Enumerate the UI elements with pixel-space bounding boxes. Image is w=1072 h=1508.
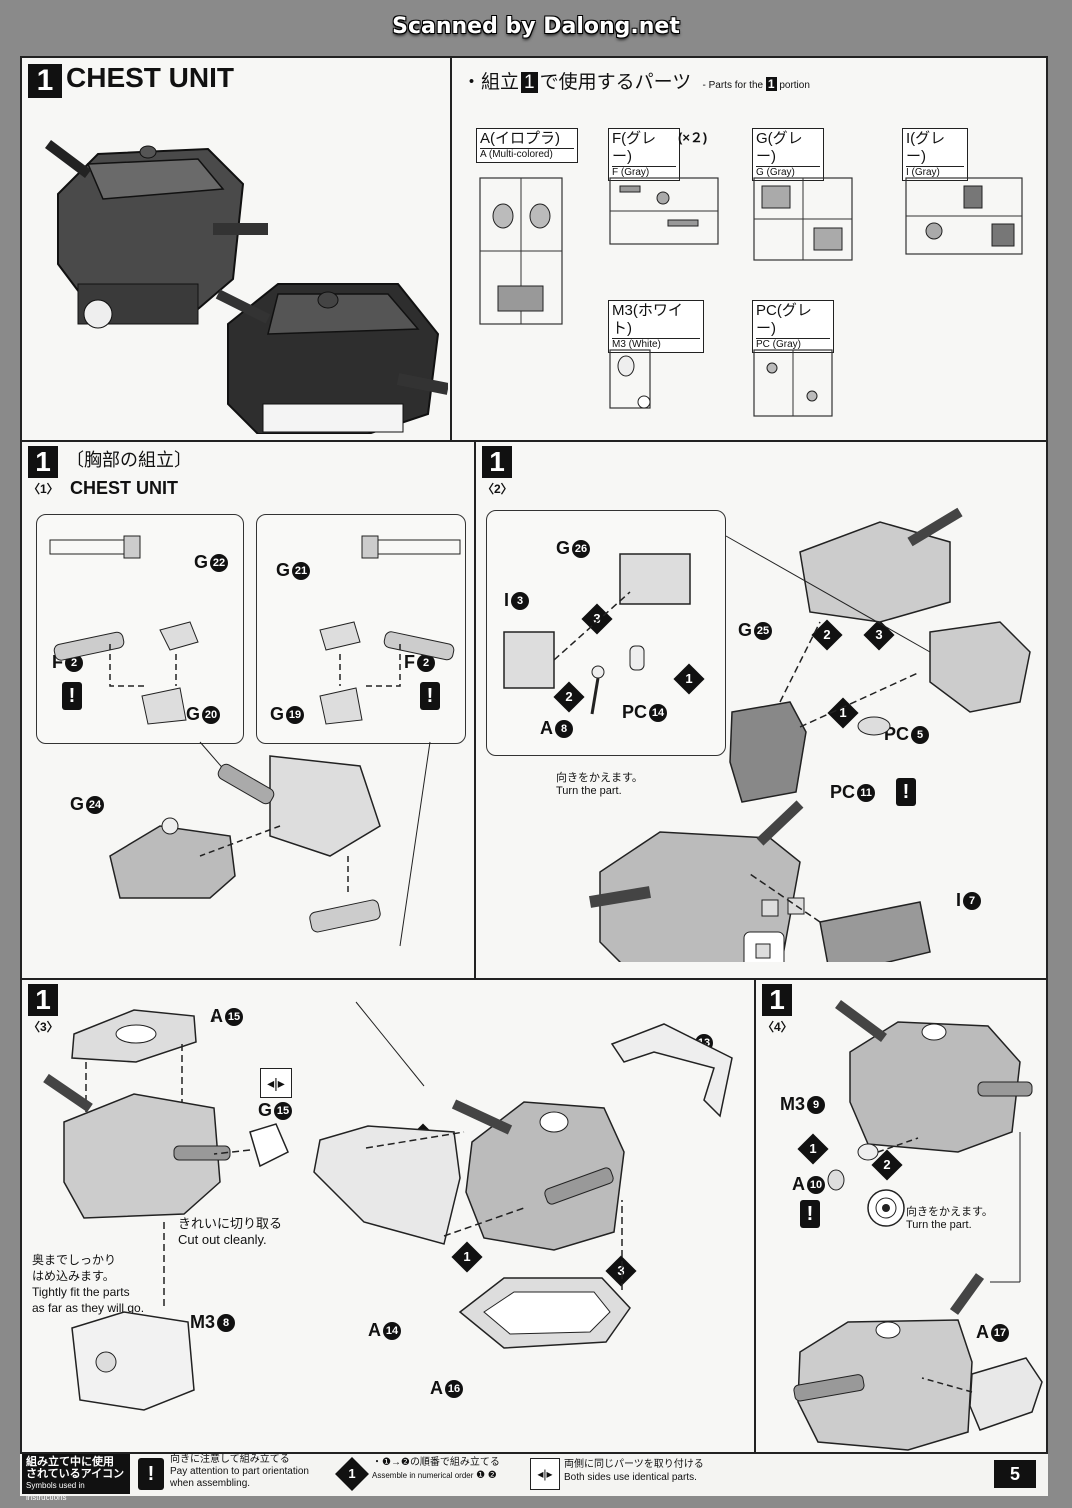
- substep1-number: 1: [28, 446, 58, 478]
- runner-i-label: I(グレー) I (Gray): [902, 128, 968, 181]
- turn-note: 向きをかえます。Turn the part.: [906, 1206, 993, 1231]
- runner-pc-diagram: [753, 349, 833, 417]
- page-number: 5: [994, 1460, 1036, 1488]
- substep3-illustration: [43, 1001, 733, 1411]
- substep4-number: 1: [762, 984, 792, 1016]
- substep4-label: 〈4〉: [762, 1020, 793, 1034]
- runner-a-label: A(イロプラ) A (Multi-colored): [476, 128, 578, 163]
- substep1-title-en: CHEST UNIT: [70, 478, 178, 498]
- substep3-panel: 1 〈3〉 A15 G15 A13 A14 A16 M38 ◂|▸ きれいに切り…: [20, 978, 756, 1454]
- substep2-label: 〈2〉: [482, 482, 513, 496]
- runner-g-diagram: [753, 177, 853, 261]
- turn-note: 向きをかえます。Turn the part.: [556, 772, 643, 797]
- runner-g-label: G(グレー) G (Gray): [752, 128, 824, 181]
- runner-f-qty: (×２): [678, 130, 708, 145]
- both-sides-icon: ◂|▸: [260, 1068, 292, 1098]
- substep1-label: 〈1〉: [28, 482, 59, 496]
- substep3-number: 1: [28, 984, 58, 1016]
- parts-heading-jp2: で使用するパーツ: [539, 72, 692, 93]
- step-title: CHEST UNIT: [66, 62, 234, 93]
- legend-order-text: ・❶→❷の順番で組み立てる Assemble in numerical orde…: [372, 1457, 500, 1481]
- orientation-warning-icon: !: [896, 778, 916, 806]
- parts-heading-en: - Parts for the 1 portion: [702, 77, 810, 91]
- step-order-1-icon: 1: [335, 1457, 369, 1491]
- chest-unit-illustration: [45, 140, 448, 434]
- substep3-label: 〈3〉: [28, 1020, 59, 1034]
- runner-m3-label: M3(ホワイト) M3 (White): [608, 300, 704, 353]
- orientation-warning-icon: !: [138, 1458, 164, 1490]
- substep1-title-jp: 〔胸部の組立〕: [66, 450, 192, 470]
- orientation-warning-icon: !: [420, 682, 440, 710]
- orientation-warning-icon: !: [62, 682, 82, 710]
- parts-heading-step: 1: [521, 72, 538, 93]
- runner-pc-label: PC(グレー) PC (Gray): [752, 300, 834, 353]
- scan-credit: Scanned by Dalong.net: [392, 14, 680, 39]
- substep2-number: 1: [482, 446, 512, 478]
- runner-f-label: F(グレー) F (Gray): [608, 128, 680, 181]
- orientation-warning-icon: !: [800, 1200, 820, 1228]
- step-number: 1: [28, 64, 62, 98]
- symbols-legend: 組み立て中に使用されているアイコン Symbols used in instru…: [20, 1452, 1048, 1502]
- both-sides-icon: ◂|▸: [530, 1458, 560, 1490]
- runner-f-diagram: [609, 177, 719, 245]
- substep4-illustration: [793, 999, 1043, 1451]
- parts-heading-jp: ・組立: [462, 72, 520, 93]
- substep1-illustration: [49, 535, 461, 947]
- runner-i-diagram: [905, 177, 1023, 255]
- substep2-illustration: [503, 507, 1031, 962]
- runner-m3-diagram: [609, 349, 651, 409]
- runner-a-diagram: [479, 177, 563, 325]
- legend-title: 組み立て中に使用されているアイコン Symbols used in instru…: [22, 1454, 130, 1502]
- step1-overview-panel: 1 CHEST UNIT: [20, 56, 452, 442]
